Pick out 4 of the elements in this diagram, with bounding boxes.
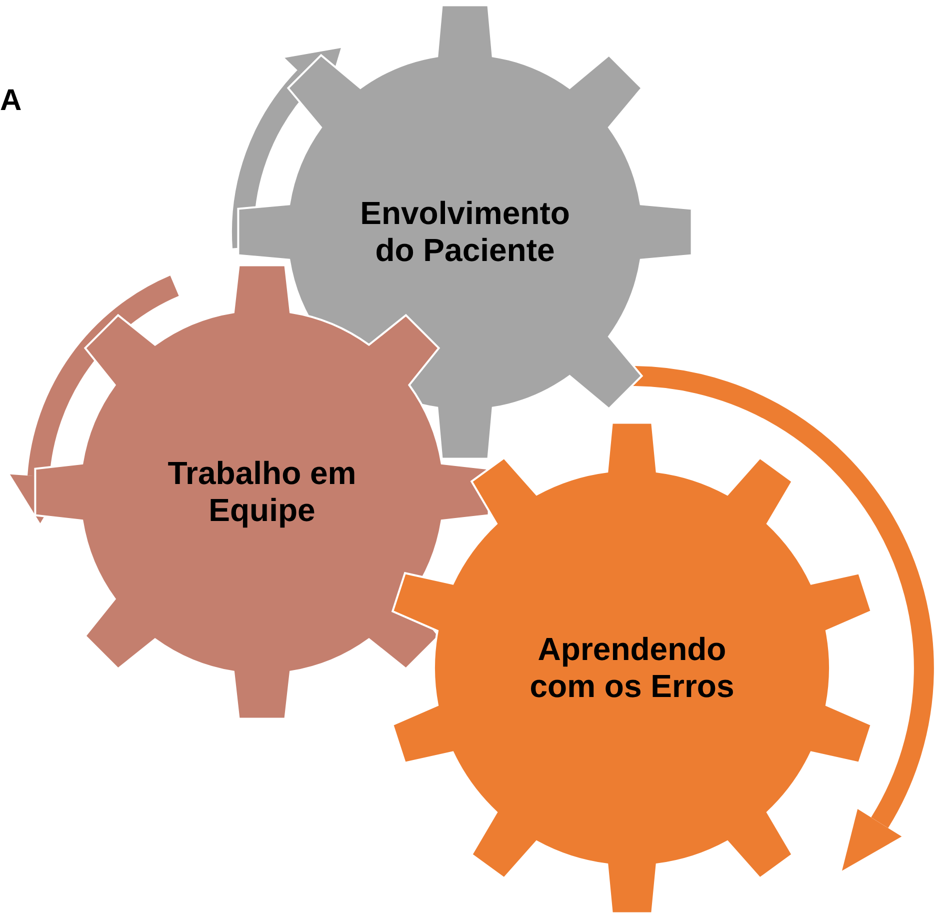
gear-label: Trabalho em Equipe [166, 455, 358, 529]
panel-letter: A [0, 86, 22, 116]
gear-label: Envolvimento do Paciente [359, 195, 571, 269]
gear-label: Aprendendo com os Erros [528, 631, 736, 705]
